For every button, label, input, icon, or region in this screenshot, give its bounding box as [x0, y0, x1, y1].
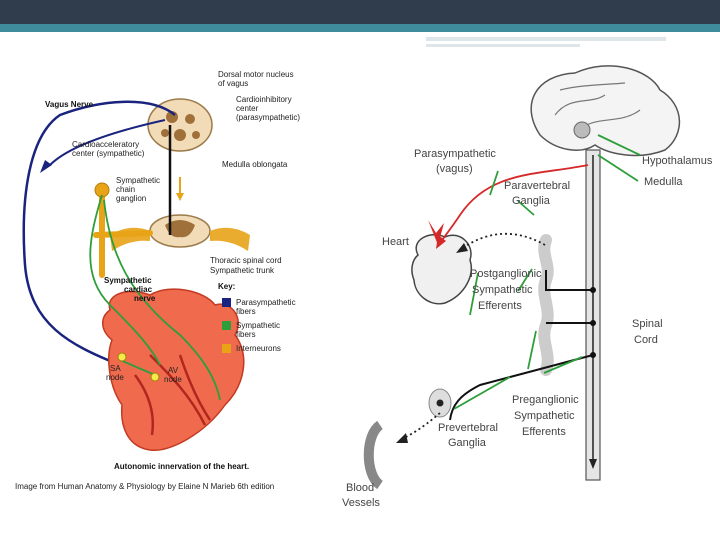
label-preganglionic-2: Sympathetic — [514, 410, 575, 422]
key-label-parasympathetic-2: fibers — [236, 307, 256, 316]
label-postganglionic-2: Sympathetic — [472, 284, 533, 296]
label-cardioinhibitory-3: (parasympathetic) — [236, 113, 300, 122]
label-thoracic-cord: Thoracic spinal cord — [210, 256, 282, 265]
label-sympathetic-chain-3: ganglion — [116, 194, 146, 203]
label-sympathetic-chain-1: Sympathetic — [116, 176, 160, 185]
heart-drawing — [102, 288, 245, 451]
label-cardiac-nerve-3: nerve — [134, 294, 156, 303]
brain-drawing — [530, 65, 681, 157]
slide-accent-stripe — [0, 24, 720, 32]
label-parasympathetic-1: Parasympathetic — [414, 148, 496, 160]
label-medulla: Medulla — [644, 176, 683, 188]
key-label-sympathetic-1: Sympathetic — [236, 321, 280, 330]
slide-title-bar — [0, 0, 720, 24]
label-paravertebral-2: Ganglia — [512, 195, 551, 207]
sympathetic-pathway-figure: Parasympathetic (vagus) Hypothalamus Med… — [342, 65, 713, 509]
key-title: Key: — [218, 282, 235, 291]
label-preganglionic-1: Preganglionic — [512, 394, 579, 406]
medulla-section — [147, 98, 213, 152]
label-postganglionic-1: Postganglionic — [470, 268, 542, 280]
parasympathetic-pathway — [439, 164, 589, 244]
figure-caption: Autonomic innervation of the heart. — [114, 462, 249, 471]
label-av-node-2: node — [164, 375, 182, 384]
heart-innervation-figure: Vagus Nerve Dorsal motor nucleus of vagu… — [15, 70, 300, 491]
label-medulla-oblongata: Medulla oblongata — [222, 160, 288, 169]
label-sympathetic-trunk: Sympathetic trunk — [210, 266, 275, 275]
key-label-parasympathetic-1: Parasympathetic — [236, 298, 296, 307]
blood-vessel-drawing — [363, 420, 384, 490]
label-blood-vessels-1: Blood — [346, 482, 374, 494]
key-swatch-sympathetic — [222, 321, 231, 330]
label-paravertebral-1: Paravertebral — [504, 180, 570, 192]
label-hypothalamus: Hypothalamus — [642, 155, 713, 167]
label-postganglionic-3: Efferents — [478, 300, 522, 312]
vagus-nerve-line — [22, 100, 176, 367]
label-dorsal-motor-2: of vagus — [218, 79, 248, 88]
key-label-interneurons: Interneurons — [236, 344, 281, 353]
label-dorsal-motor-1: Dorsal motor nucleus — [218, 70, 294, 79]
label-cardioinhibitory-1: Cardioinhibitory — [236, 95, 292, 104]
label-sa-node-1: SA — [110, 364, 121, 373]
label-cardiac-nerve-2: cardiac — [124, 285, 153, 294]
label-parasympathetic-2: (vagus) — [436, 163, 473, 175]
sympathetic-chain — [93, 187, 153, 278]
key-swatch-interneurons — [222, 344, 231, 353]
sympathetic-fiber-line — [89, 194, 221, 401]
label-blood-vessels-2: Vessels — [342, 497, 380, 509]
label-sa-node-2: node — [106, 373, 124, 382]
label-vagus-nerve: Vagus Nerve — [45, 100, 94, 109]
label-prevertebral-1: Prevertebral — [438, 422, 498, 434]
figure-credit: Image from Human Anatomy & Physiology by… — [15, 482, 274, 491]
label-preganglionic-3: Efferents — [522, 426, 566, 438]
key-label-sympathetic-2: fibers — [236, 330, 256, 339]
paravertebral-chain — [538, 234, 554, 376]
slide-accent-line — [426, 37, 666, 41]
label-prevertebral-2: Ganglia — [448, 437, 487, 449]
label-spinal-cord-2: Cord — [634, 334, 658, 346]
label-cardioacceleratory-1: Cardioacceleratory — [72, 140, 139, 149]
slide-accent-line-short — [426, 44, 580, 47]
label-sympathetic-chain-2: chain — [116, 185, 135, 194]
label-spinal-cord-1: Spinal — [632, 318, 663, 330]
label-av-node-1: AV — [168, 366, 179, 375]
label-cardioacceleratory-2: center (sympathetic) — [72, 149, 145, 158]
label-cardioinhibitory-2: center — [236, 104, 259, 113]
label-cardiac-nerve-1: Sympathetic — [104, 276, 152, 285]
heart-drawing-right — [411, 220, 472, 305]
label-heart: Heart — [382, 236, 409, 248]
key-swatch-parasympathetic — [222, 298, 231, 307]
